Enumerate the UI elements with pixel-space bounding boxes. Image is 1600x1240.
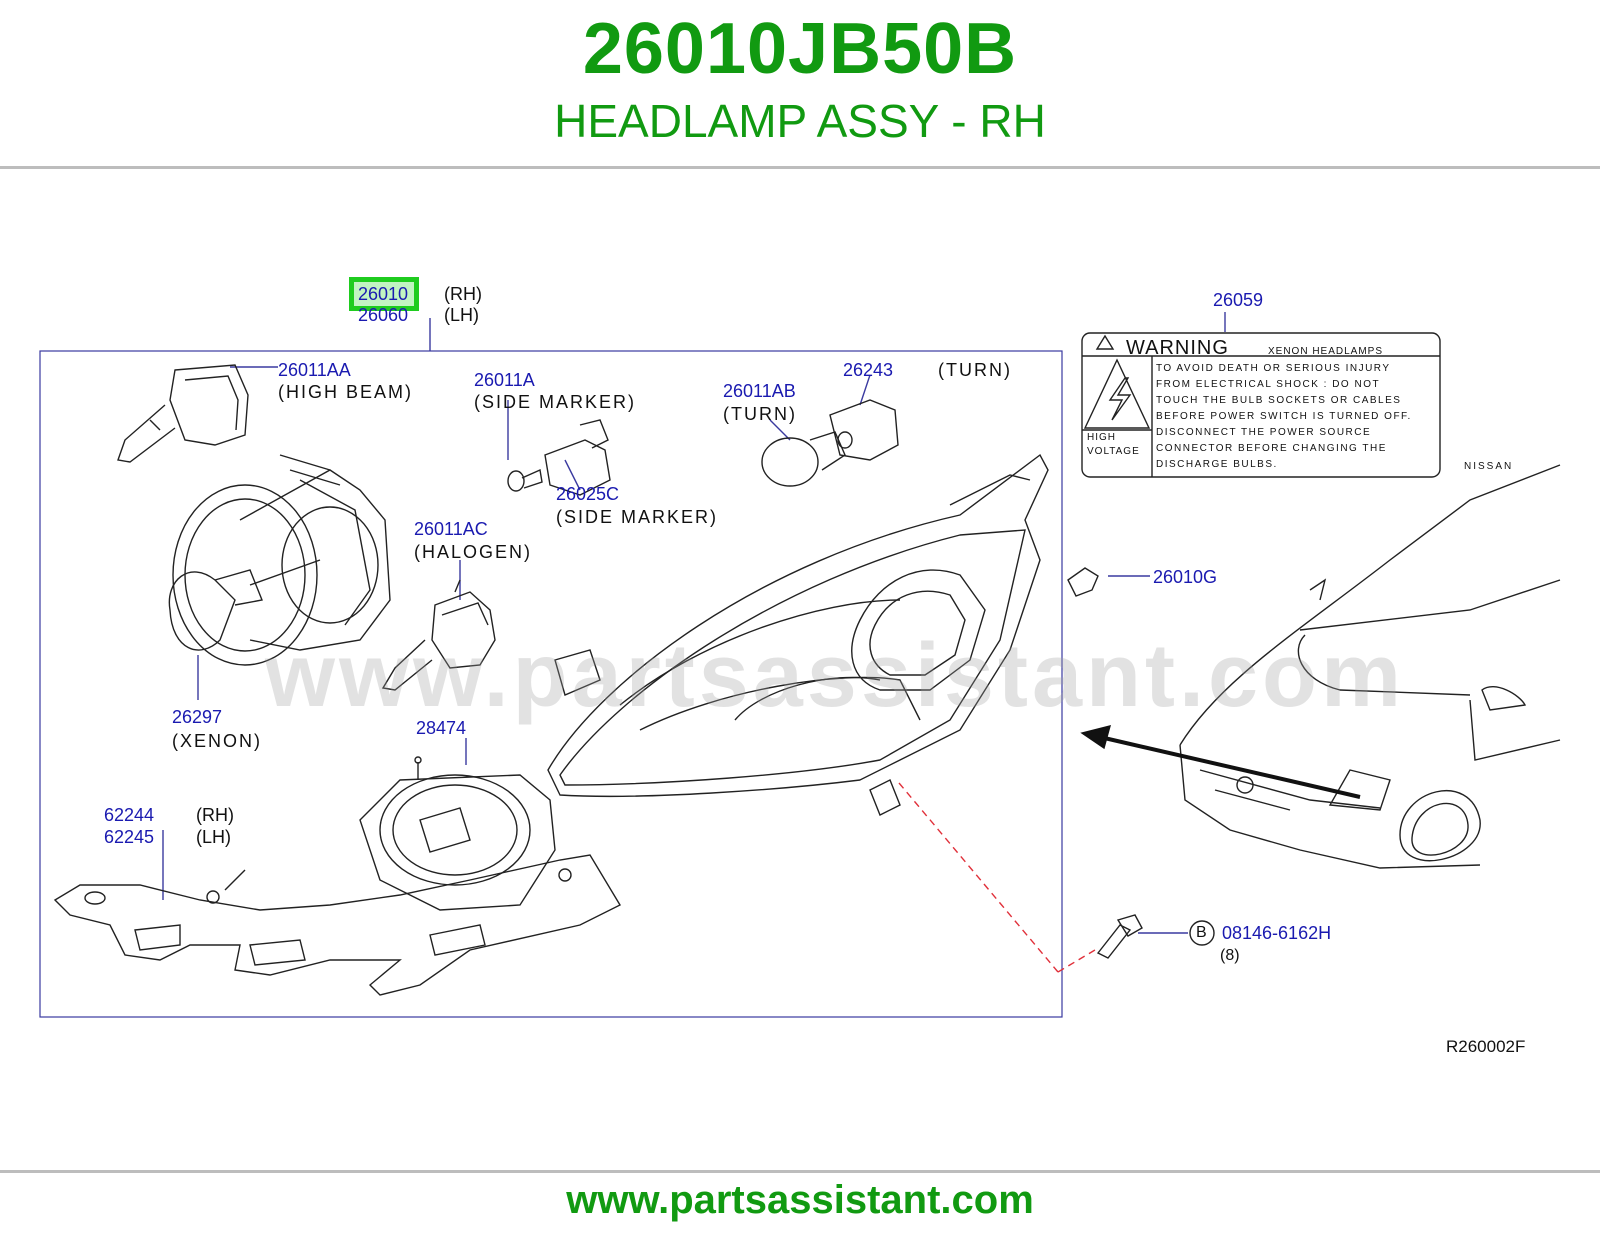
callout-side-marker-socket-desc: (SIDE MARKER) <box>556 507 719 527</box>
callout-bolt-qty: (8) <box>1220 947 1240 964</box>
callout-assy-lh-side: (LH) <box>444 305 479 325</box>
bolt-drawing <box>1096 914 1215 959</box>
xenon-lamp-drawing <box>168 454 391 666</box>
callout-assy-rh[interactable]: 26010 <box>358 284 409 304</box>
callout-halogen-desc: (HALOGEN) <box>414 542 533 562</box>
callout-side-marker-socket[interactable]: 26025C <box>556 484 620 504</box>
callout-assy-rh-side: (RH) <box>444 284 482 304</box>
callout-warning-label[interactable]: 26059 <box>1213 290 1264 310</box>
part-name-subtitle: HEADLAMP ASSY - RH <box>554 95 1046 147</box>
callout-xenon[interactable]: 26297 <box>172 707 223 727</box>
callout-bracket-lh-side: (LH) <box>196 827 231 847</box>
warning-line: BEFORE POWER SWITCH IS TURNED OFF. <box>1156 411 1412 422</box>
callout-side-marker-bulb-desc: (SIDE MARKER) <box>474 392 637 412</box>
callout-bracket-lh[interactable]: 62245 <box>104 827 155 847</box>
footer-url[interactable]: www.partsassistant.com <box>566 1178 1034 1222</box>
warning-line: DISCONNECT THE POWER SOURCE <box>1156 427 1372 438</box>
location-arrowhead <box>1080 725 1111 750</box>
car-brand-label: NISSAN <box>1464 461 1514 472</box>
callout-assy-lh[interactable]: 26060 <box>358 305 409 325</box>
callout-turn-socket-desc: (TURN) <box>938 360 1012 380</box>
callout-turn-bulb[interactable]: 26011AB <box>723 381 796 401</box>
callout-bracket-rh[interactable]: 62244 <box>104 805 155 825</box>
warning-title: WARNING <box>1126 337 1229 359</box>
warning-line: FROM ELECTRICAL SHOCK : DO NOT <box>1156 379 1381 390</box>
callout-high-beam-desc: (HIGH BEAM) <box>278 382 414 402</box>
callout-high-beam[interactable]: 26011AA <box>278 360 351 380</box>
bracket-drawing <box>53 854 621 996</box>
high-voltage-label: VOLTAGE <box>1087 446 1140 457</box>
warning-subtitle: XENON HEADLAMPS <box>1268 346 1384 357</box>
callout-turn-socket[interactable]: 26243 <box>843 360 894 380</box>
callout-bolt[interactable]: 08146-6162H <box>1222 923 1332 943</box>
turn-bulb-drawing <box>761 399 899 487</box>
high-beam-bulb-drawing <box>117 364 249 463</box>
ballast-drawing <box>359 756 556 911</box>
callout-ballast[interactable]: 28474 <box>416 718 467 738</box>
bolt-symbol: B <box>1196 924 1207 941</box>
car-outline-drawing <box>1179 464 1561 869</box>
current-part-highlight <box>349 277 419 311</box>
watermark-text: www.partsassistant.com <box>265 626 1406 726</box>
footer-divider <box>0 1170 1600 1173</box>
part-number-title: 26010JB50B <box>582 9 1018 89</box>
side-marker-drawing <box>507 419 611 496</box>
warning-line: CONNECTOR BEFORE CHANGING THE <box>1156 443 1387 454</box>
warning-line: TOUCH THE BULB SOCKETS OR CABLES <box>1156 395 1402 406</box>
warning-line: DISCHARGE BULBS. <box>1156 459 1278 470</box>
high-voltage-label: HIGH <box>1087 432 1116 443</box>
warning-line: TO AVOID DEATH OR SERIOUS INJURY <box>1156 363 1391 374</box>
warning-label-drawing <box>1081 332 1441 478</box>
halogen-bulb-drawing <box>381 579 496 691</box>
callout-xenon-desc: (XENON) <box>172 731 262 751</box>
header-divider <box>0 166 1600 169</box>
diagram-reference-code: R260002F <box>1446 1037 1526 1056</box>
callout-bracket-rh-side: (RH) <box>196 805 234 825</box>
callout-side-marker-bulb[interactable]: 26011A <box>474 370 535 390</box>
callout-halogen[interactable]: 26011AC <box>414 519 488 539</box>
page-header: 26010JB50B HEADLAMP ASSY - RH <box>0 0 1600 168</box>
callout-turn-bulb-desc: (TURN) <box>723 404 797 424</box>
clip-drawing <box>1067 567 1099 597</box>
headlamp-body-drawing <box>547 453 1049 816</box>
bolt-leader <box>898 782 1059 973</box>
assembly-frame <box>39 350 1063 1018</box>
location-arrow <box>1099 735 1361 799</box>
callout-clip[interactable]: 26010G <box>1153 567 1218 587</box>
